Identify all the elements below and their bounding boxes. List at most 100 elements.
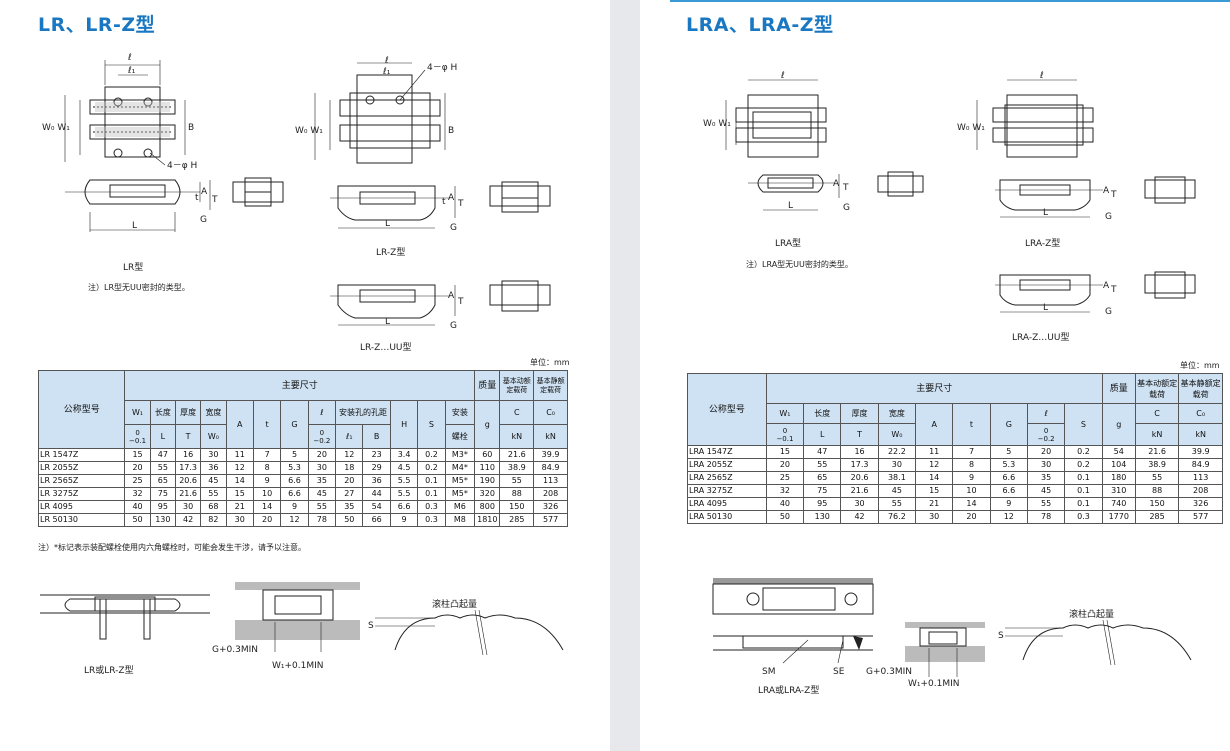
lra-value-cell: 11	[915, 445, 954, 459]
lr-value-cell: 6.6	[389, 500, 419, 514]
lr-value-cell: 50	[335, 513, 364, 527]
lr-value-cell: 36	[200, 461, 227, 475]
lr-th-l1: ℓ₁	[335, 424, 364, 449]
lr-value-cell: 5	[280, 448, 309, 462]
lr-value-cell: 44	[362, 487, 391, 501]
lra-se-label: SE	[833, 667, 845, 677]
lr-value-cell: 6.6	[280, 474, 309, 488]
lra-dim-l: ℓ	[780, 71, 785, 81]
lrzuu-dim-g: G	[450, 321, 457, 331]
lr-crown-s: S	[368, 621, 374, 631]
lra-th-A: A	[915, 403, 954, 446]
lr-th-w1: W₁	[124, 400, 151, 425]
lr-value-cell: 3.4	[389, 448, 419, 462]
lr-value-cell: 14	[252, 500, 282, 514]
lr-value-cell: 113	[533, 474, 568, 488]
lr-model-cell: LR 4095	[37, 500, 126, 514]
lra-dim-w0w1: W₀ W₁	[703, 119, 731, 129]
lr-value-cell: 32	[124, 487, 151, 501]
lr-value-cell: 45	[200, 474, 227, 488]
lra-value-cell: 25	[765, 471, 805, 485]
lr-th-inst: 安装	[444, 400, 476, 425]
lr-th-thk: 厚度	[174, 400, 202, 425]
lra-value-cell: 14	[915, 471, 954, 485]
lr-value-cell: 11	[225, 448, 254, 462]
lr-th-stat: 基本静额定载荷	[533, 370, 568, 401]
lr-value-cell: 75	[149, 487, 176, 501]
lr-dim-T: T	[211, 195, 218, 205]
lrazuu-dim-L: L	[1043, 303, 1048, 313]
lr-value-cell: 16	[174, 448, 202, 462]
lra-value-cell: 740	[1101, 497, 1136, 511]
lra-value-cell: 21	[915, 497, 954, 511]
lr-th-bolt: 螺栓	[444, 424, 476, 449]
lr-value-cell: 17.3	[174, 461, 202, 475]
lr-value-cell: 0.3	[417, 500, 446, 514]
lr-value-cell: 55	[499, 474, 535, 488]
lra-value-cell: 20.6	[840, 471, 879, 485]
lr-mount-drawing	[40, 594, 210, 640]
lr-value-cell: 15	[124, 448, 151, 462]
lr-value-cell: 285	[499, 513, 535, 527]
lr-th-main: 主要尺寸	[124, 370, 476, 401]
lraz-dim-l: ℓ	[1039, 71, 1044, 81]
lr-value-cell: 95	[149, 500, 176, 514]
lr-mount-caption: LR或LR-Z型	[84, 666, 134, 676]
lra-th-dyn: 基本动额定载荷	[1134, 373, 1180, 404]
lr-th-len: 长度	[149, 400, 176, 425]
lr-th-g: g	[474, 400, 501, 449]
lra-value-cell: 76.2	[877, 510, 917, 524]
lr-value-cell: 10	[252, 487, 282, 501]
lr-value-cell: 35	[307, 474, 337, 488]
left-page-title: LR、LR-Z型	[38, 14, 156, 36]
lrz-dim-l: ℓ	[384, 56, 389, 66]
lra-crown-s: S	[998, 631, 1004, 641]
lra-value-cell: 55	[877, 497, 917, 511]
lra-crown-label: 滚柱凸起量	[1069, 610, 1115, 620]
lr-th-t: t	[252, 400, 282, 449]
lr-value-cell: 27	[335, 487, 364, 501]
lr-value-cell: 8	[252, 461, 282, 475]
lra-th-W0: W₀	[877, 423, 917, 446]
lr-value-cell: 9	[280, 500, 309, 514]
lra-th-w1: W₁	[765, 403, 805, 424]
lr-th-hole: 安装孔的孔距	[335, 400, 391, 425]
lr-value-cell: 150	[499, 500, 535, 514]
lr-value-cell: 7	[252, 448, 282, 462]
lr-gmin-label: G+0.3MIN	[212, 645, 258, 655]
lr-value-cell: 66	[362, 513, 391, 527]
lrz-side-view-drawing: A t T G L	[330, 181, 551, 233]
lrz-dim-T: T	[457, 199, 464, 209]
lr-value-cell: 20	[307, 448, 337, 462]
lr-value-cell: 577	[533, 513, 568, 527]
lra-value-cell: 0.2	[1064, 458, 1103, 472]
lra-value-cell: 20	[952, 510, 991, 524]
lrz-dim-w0w1: W₀ W₁	[295, 126, 323, 136]
lra-value-cell: 38.1	[877, 471, 917, 485]
lr-value-cell: 50	[124, 513, 151, 527]
lr-value-cell: 5.5	[389, 474, 419, 488]
lr-value-cell: 38.9	[499, 461, 535, 475]
lra-value-cell: 0.1	[1064, 497, 1103, 511]
lraz-top-view-drawing: ℓ W₀ W₁	[957, 71, 1094, 158]
lr-value-cell: 1810	[474, 513, 501, 527]
lra-value-cell: 15	[915, 484, 954, 498]
lra-th-thk: 厚度	[840, 403, 879, 424]
lr-value-cell: 36	[362, 474, 391, 488]
lr-dim-w0w1: W₀ W₁	[42, 123, 70, 133]
caption-lra: LRA型	[775, 239, 802, 249]
lra-value-cell: 9	[952, 471, 991, 485]
lra-value-cell: 15	[765, 445, 805, 459]
lra-value-cell: 65	[803, 471, 842, 485]
lrz-dim-a: A	[448, 193, 455, 203]
lr-value-cell: 20	[124, 461, 151, 475]
lra-dim-T: T	[842, 183, 849, 193]
lra-wmin-label: W₁+0.1MIN	[908, 679, 960, 689]
lr-th-l: ℓ	[307, 400, 337, 425]
